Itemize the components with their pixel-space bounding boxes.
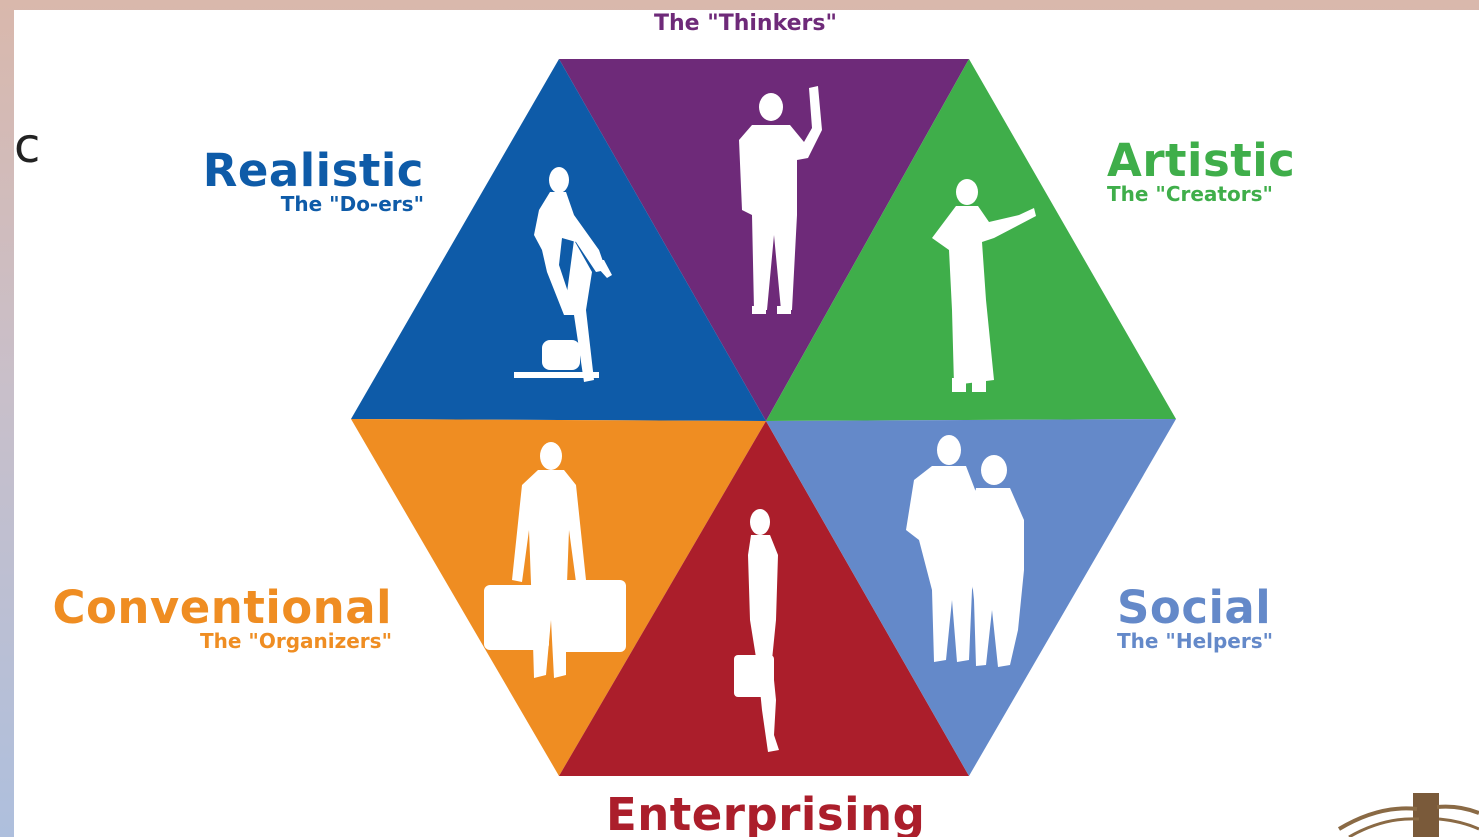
cyclist-silhouette xyxy=(514,167,612,382)
social-subtitle: The "Helpers" xyxy=(1117,629,1274,653)
social-name: Social xyxy=(1117,581,1272,634)
cut-off-slide-text: c xyxy=(14,118,41,174)
realistic-name: Realistic xyxy=(202,144,424,197)
investigative-label: The "Thinkers" xyxy=(654,12,837,35)
conventional-subtitle: The "Organizers" xyxy=(200,629,392,653)
realistic-subtitle: The "Do-ers" xyxy=(280,192,424,216)
conventional-label: Conventional The "Organizers" xyxy=(44,585,392,651)
artistic-label: Artistic The "Creators" xyxy=(1107,138,1295,204)
man-pointing-silhouette xyxy=(739,86,822,314)
artistic-subtitle: The "Creators" xyxy=(1107,182,1273,206)
enterprising-name: Enterprising xyxy=(606,788,926,837)
tree-roots-icon xyxy=(1337,793,1479,837)
realistic-label: Realistic The "Do-ers" xyxy=(194,148,424,214)
investigative-subtitle: The "Thinkers" xyxy=(654,11,837,36)
businesswoman-silhouette xyxy=(734,509,779,752)
enterprising-label: Enterprising xyxy=(606,792,925,837)
holland-hexagon xyxy=(351,59,1176,776)
slide-canvas: c xyxy=(14,10,1479,837)
couple-silhouette xyxy=(906,435,1024,667)
violinist-silhouette xyxy=(932,179,1036,392)
artistic-name: Artistic xyxy=(1107,134,1296,187)
social-label: Social The "Helpers" xyxy=(1117,585,1273,651)
traveler-silhouette xyxy=(484,442,626,678)
conventional-name: Conventional xyxy=(52,581,392,634)
